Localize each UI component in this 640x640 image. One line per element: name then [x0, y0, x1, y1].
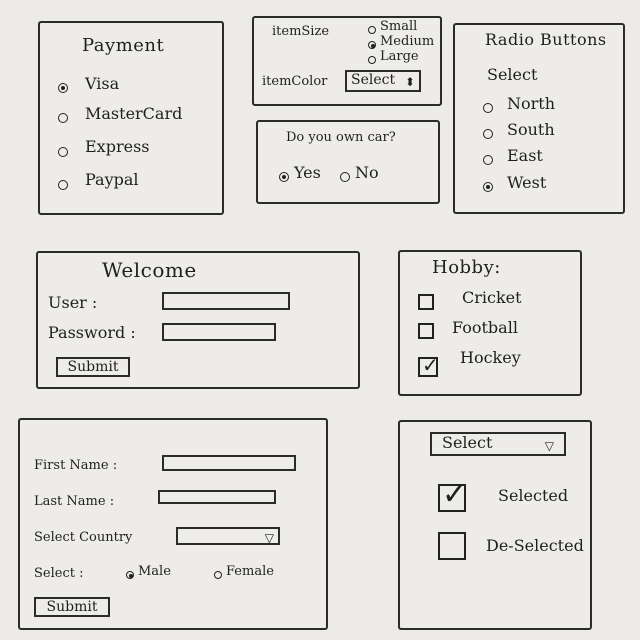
select-dropdown[interactable]: Select ▽ [430, 432, 566, 456]
first-name-input[interactable] [162, 455, 296, 471]
deselected-label: De-Selected [486, 536, 584, 555]
last-name-input[interactable] [158, 490, 276, 504]
payment-paypal-label: Paypal [85, 170, 139, 189]
car-question: Do you own car? [286, 130, 396, 145]
car-yes-radio[interactable] [279, 172, 289, 182]
gender-male-label: Male [138, 564, 171, 579]
radio-west-label: West [507, 173, 547, 192]
item-color-label: itemColor [262, 74, 328, 89]
welcome-panel: Welcome User : Password : Submit [36, 251, 360, 389]
item-size-label: itemSize [272, 24, 330, 39]
hobby-football-label: Football [452, 318, 518, 337]
car-no-label: No [355, 163, 379, 182]
radio-east-label: East [507, 146, 543, 165]
payment-express-radio[interactable] [58, 147, 68, 157]
item-size-medium-label: Medium [380, 34, 435, 49]
payment-mastercard-label: MasterCard [85, 104, 183, 123]
password-label: Password : [48, 323, 136, 342]
select-dropdown-caret-icon: ▽ [544, 439, 554, 453]
payment-mastercard-radio[interactable] [58, 113, 68, 123]
car-no-radio[interactable] [340, 172, 350, 182]
welcome-title: Welcome [102, 258, 197, 282]
item-color-select-value: Select [351, 72, 396, 88]
radio-east[interactable] [483, 155, 493, 165]
selected-label: Selected [498, 486, 569, 505]
hobby-cricket-label: Cricket [462, 288, 522, 307]
payment-express-label: Express [85, 137, 150, 156]
registration-submit-button[interactable]: Submit [34, 597, 110, 617]
item-panel: itemSize Small Medium Large itemColor Se… [252, 16, 442, 106]
gender-label: Select : [34, 566, 84, 581]
car-panel: Do you own car? Yes No [256, 120, 440, 204]
radio-buttons-select-label: Select [487, 65, 538, 84]
hobby-cricket-checkbox[interactable] [418, 294, 434, 310]
country-label: Select Country [34, 530, 133, 545]
payment-visa-radio[interactable] [58, 83, 68, 93]
radio-south[interactable] [483, 129, 493, 139]
welcome-submit-button[interactable]: Submit [56, 357, 130, 377]
car-yes-label: Yes [294, 163, 321, 182]
hobby-hockey-label: Hockey [460, 348, 521, 367]
first-name-label: First Name : [34, 458, 118, 473]
hobby-panel: Hobby: Cricket Football ✓ Hockey [398, 250, 582, 396]
radio-north[interactable] [483, 103, 493, 113]
radio-north-label: North [507, 94, 556, 113]
hobby-hockey-checkbox[interactable]: ✓ [418, 353, 439, 377]
payment-panel: Payment Visa MasterCard Express Paypal [38, 21, 224, 215]
user-label: User : [48, 293, 98, 312]
item-color-caret-icon: ⬍ [404, 75, 415, 89]
payment-paypal-radio[interactable] [58, 180, 68, 190]
deselected-checkbox[interactable] [438, 532, 466, 560]
radio-buttons-title: Radio Buttons [485, 30, 607, 49]
password-input[interactable] [162, 323, 276, 341]
gender-female-radio[interactable] [214, 571, 222, 579]
payment-title: Payment [82, 35, 165, 56]
gender-female-label: Female [226, 564, 274, 579]
hobby-hockey-check-icon: ✓ [422, 353, 439, 377]
item-color-select[interactable]: Select ⬍ [345, 70, 421, 92]
radio-south-label: South [507, 120, 555, 139]
item-size-large-label: Large [380, 49, 419, 64]
user-input[interactable] [162, 292, 290, 310]
item-size-small-radio[interactable] [368, 26, 376, 34]
select-panel: Select ▽ ✓ Selected De-Selected [398, 420, 592, 630]
hobby-football-checkbox[interactable] [418, 323, 434, 339]
item-size-large-radio[interactable] [368, 56, 376, 64]
selected-check-icon: ✓ [442, 477, 468, 512]
country-select[interactable]: ▽ [176, 527, 280, 545]
country-caret-icon: ▽ [264, 531, 274, 545]
item-size-small-label: Small [380, 19, 418, 34]
payment-visa-label: Visa [85, 74, 120, 93]
radio-buttons-panel: Radio Buttons Select North South East We… [453, 23, 625, 214]
registration-panel: First Name : Last Name : Select Country … [18, 418, 328, 630]
item-size-medium-radio[interactable] [368, 41, 376, 49]
last-name-label: Last Name : [34, 494, 115, 509]
hobby-title: Hobby: [432, 257, 501, 278]
gender-male-radio[interactable] [126, 571, 134, 579]
radio-west[interactable] [483, 182, 493, 192]
selected-checkbox[interactable]: ✓ [438, 480, 467, 512]
select-dropdown-value: Select [442, 433, 493, 452]
